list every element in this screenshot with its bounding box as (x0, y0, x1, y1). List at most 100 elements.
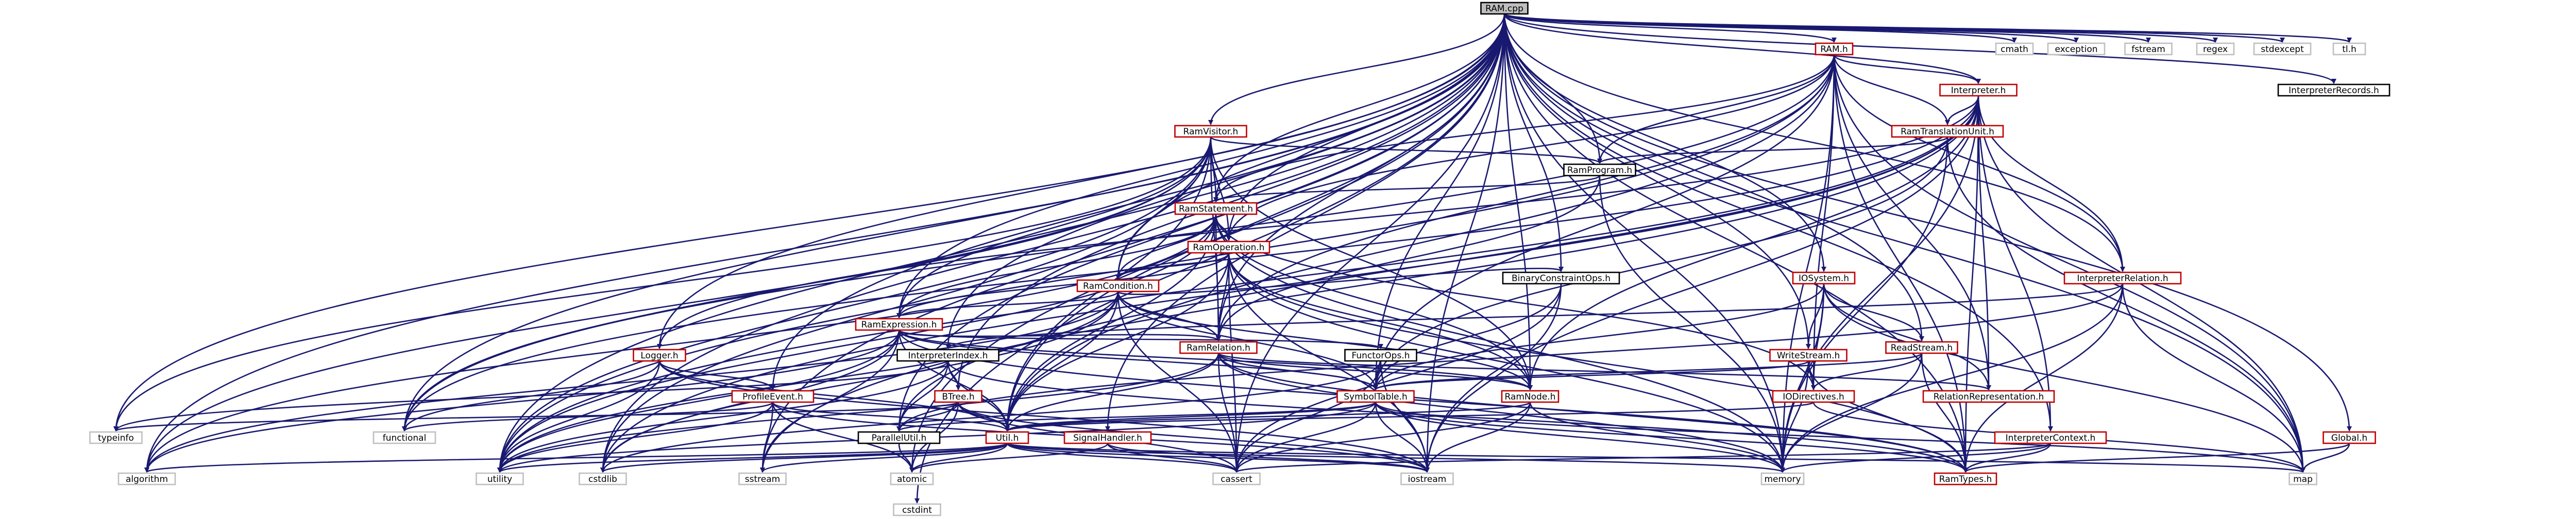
node-box (2289, 472, 2317, 486)
node-iostream[interactable]: iostream (1400, 472, 1454, 486)
node-relationrep[interactable]: RelationRepresentation.h (1922, 390, 2055, 403)
node-ramoperation[interactable]: RamOperation.h (1187, 240, 1270, 254)
edge-ramrelation-to-relationrep (1217, 352, 1990, 391)
edge-ramrelation-to-ramnode (1217, 353, 1531, 390)
edge-root-to-memory (1503, 13, 1784, 473)
node-stdexcept[interactable]: stdexcept (2253, 42, 2312, 56)
node-functional[interactable]: functional (372, 431, 436, 444)
node-sstream[interactable]: sstream (738, 472, 787, 486)
node-label: cstdlib (588, 474, 617, 485)
edge-ramtranslation-to-maph (1946, 136, 2304, 473)
node-ramtypes[interactable]: RamTypes.h (1934, 472, 1997, 486)
node-profileevent[interactable]: ProfileEvent.h (731, 390, 815, 403)
node-cstdlib[interactable]: cstdlib (579, 472, 627, 486)
node-box (1400, 472, 1454, 486)
node-label: functional (383, 433, 427, 443)
edge-ramh-to-ramoperation (1228, 54, 1835, 241)
node-cmath[interactable]: cmath (1995, 42, 2034, 56)
node-ramh[interactable]: RAM.h (1815, 42, 1854, 56)
edge-ramh-to-ramprogram (1599, 54, 1835, 164)
node-label: cmath (2001, 44, 2028, 55)
node-ramvisitor[interactable]: RamVisitor.h (1174, 125, 1247, 138)
node-memory[interactable]: memory (1760, 472, 1805, 486)
edge-arrowhead (956, 385, 961, 390)
edge-arrowhead (2347, 38, 2352, 43)
edge-root-to-writestream (1503, 13, 1809, 349)
node-logger[interactable]: Logger.h (633, 349, 686, 362)
node-interpindex[interactable]: InterpreterIndex.h (896, 349, 999, 362)
node-iosystem[interactable]: IOSystem.h (1792, 271, 1856, 285)
node-signalhandler[interactable]: SignalHandler.h (1063, 431, 1152, 444)
node-interprelation[interactable]: InterpreterRelation.h (2063, 271, 2182, 285)
edge-ramh-to-relationrep (1833, 54, 1990, 390)
edge-root-to-ramnode (1503, 13, 1531, 390)
node-box (117, 472, 176, 486)
node-label: IODirectives.h (1783, 392, 1844, 402)
edge-ramoperation-to-utilh (1006, 252, 1230, 431)
edge-ramcondition-to-utilh (1006, 291, 1119, 431)
node-maph[interactable]: map (2289, 472, 2317, 486)
node-ramexpression[interactable]: RamExpression.h (855, 318, 943, 331)
edge-ramstatement-to-memory (1215, 214, 1784, 473)
node-box (1891, 125, 2004, 138)
node-btree[interactable]: BTree.h (934, 390, 982, 403)
edge-root-to-binaryconstraint (1503, 13, 1562, 272)
node-utility[interactable]: utility (476, 472, 524, 486)
edge-interpreter-to-relationrep (1977, 95, 1990, 390)
node-regex[interactable]: regex (2196, 42, 2235, 56)
node-interprecords[interactable]: InterpreterRecords.h (2277, 83, 2391, 97)
edge-arrowhead (1425, 468, 1430, 473)
node-algorithm[interactable]: algorithm (117, 472, 176, 486)
edge-btree-to-parallelutil (898, 402, 959, 431)
node-ramrelation[interactable]: RamRelation.h (1179, 341, 1258, 354)
node-box (89, 431, 143, 444)
node-binaryconstraint[interactable]: BinaryConstraintOps.h (1502, 271, 1620, 285)
node-atomic[interactable]: atomic (890, 472, 934, 486)
node-cstdint[interactable]: cstdint (893, 503, 941, 516)
node-tlh[interactable]: tl.h (2332, 42, 2366, 56)
node-ramtranslation[interactable]: RamTranslationUnit.h (1891, 125, 2004, 138)
node-cassert[interactable]: cassert (1212, 472, 1261, 486)
node-interpcontext[interactable]: InterpreterContext.h (1994, 431, 2107, 444)
edge-ramvisitor-to-ramoperation (1210, 136, 1230, 241)
edge-arrowhead (1963, 468, 1968, 473)
node-label: ReadStream.h (1891, 343, 1953, 353)
node-global[interactable]: Global.h (2323, 431, 2376, 444)
node-label: RamProgram.h (1567, 165, 1632, 176)
node-functorops[interactable]: FunctorOps.h (1344, 349, 1417, 362)
edge-ramexpression-to-utility (499, 330, 900, 473)
node-ramprogram[interactable]: RamProgram.h (1563, 163, 1636, 177)
node-label: sstream (745, 474, 780, 485)
node-interpreter[interactable]: Interpreter.h (1939, 83, 2018, 97)
node-box (2253, 42, 2312, 56)
node-label: typeinfo (98, 433, 134, 443)
node-label: BinaryConstraintOps.h (1512, 273, 1611, 284)
node-fstream[interactable]: fstream (2124, 42, 2173, 56)
node-box (2124, 42, 2173, 56)
node-exception[interactable]: exception (2047, 42, 2106, 56)
node-ramstatement[interactable]: RamStatement.h (1174, 202, 1258, 215)
edge-arrowhead (1226, 236, 1231, 241)
edge-symboltable-to-utilh (1006, 401, 1377, 432)
edge-ramprogram-to-memory (1599, 175, 1784, 473)
node-readstream[interactable]: ReadStream.h (1885, 341, 1958, 354)
node-writestream[interactable]: WriteStream.h (1769, 349, 1848, 362)
node-label: InterpreterIndex.h (908, 351, 988, 361)
node-box (855, 318, 943, 331)
node-label: algorithm (126, 474, 168, 485)
node-box (2063, 271, 2182, 285)
node-ramcondition[interactable]: RamCondition.h (1076, 279, 1160, 292)
edge-ramh-to-ramtranslation (1833, 54, 1948, 125)
edge-interpreter-to-parallelutil (898, 95, 1979, 431)
node-symboltable[interactable]: SymbolTable.h (1336, 390, 1415, 403)
edge-arrowhead (2300, 468, 2306, 473)
node-iodirectives[interactable]: IODirectives.h (1772, 390, 1855, 403)
node-label: fstream (2131, 44, 2165, 55)
node-parallelutil[interactable]: ParallelUtil.h (857, 431, 941, 444)
node-ramnode[interactable]: RamNode.h (1501, 390, 1560, 403)
node-typeinfo[interactable]: typeinfo (89, 431, 143, 444)
edge-ramcondition-to-ramnode (1117, 291, 1531, 390)
edge-interpcontext-to-cassert (1235, 442, 2052, 473)
node-utilh[interactable]: Util.h (985, 431, 1029, 444)
